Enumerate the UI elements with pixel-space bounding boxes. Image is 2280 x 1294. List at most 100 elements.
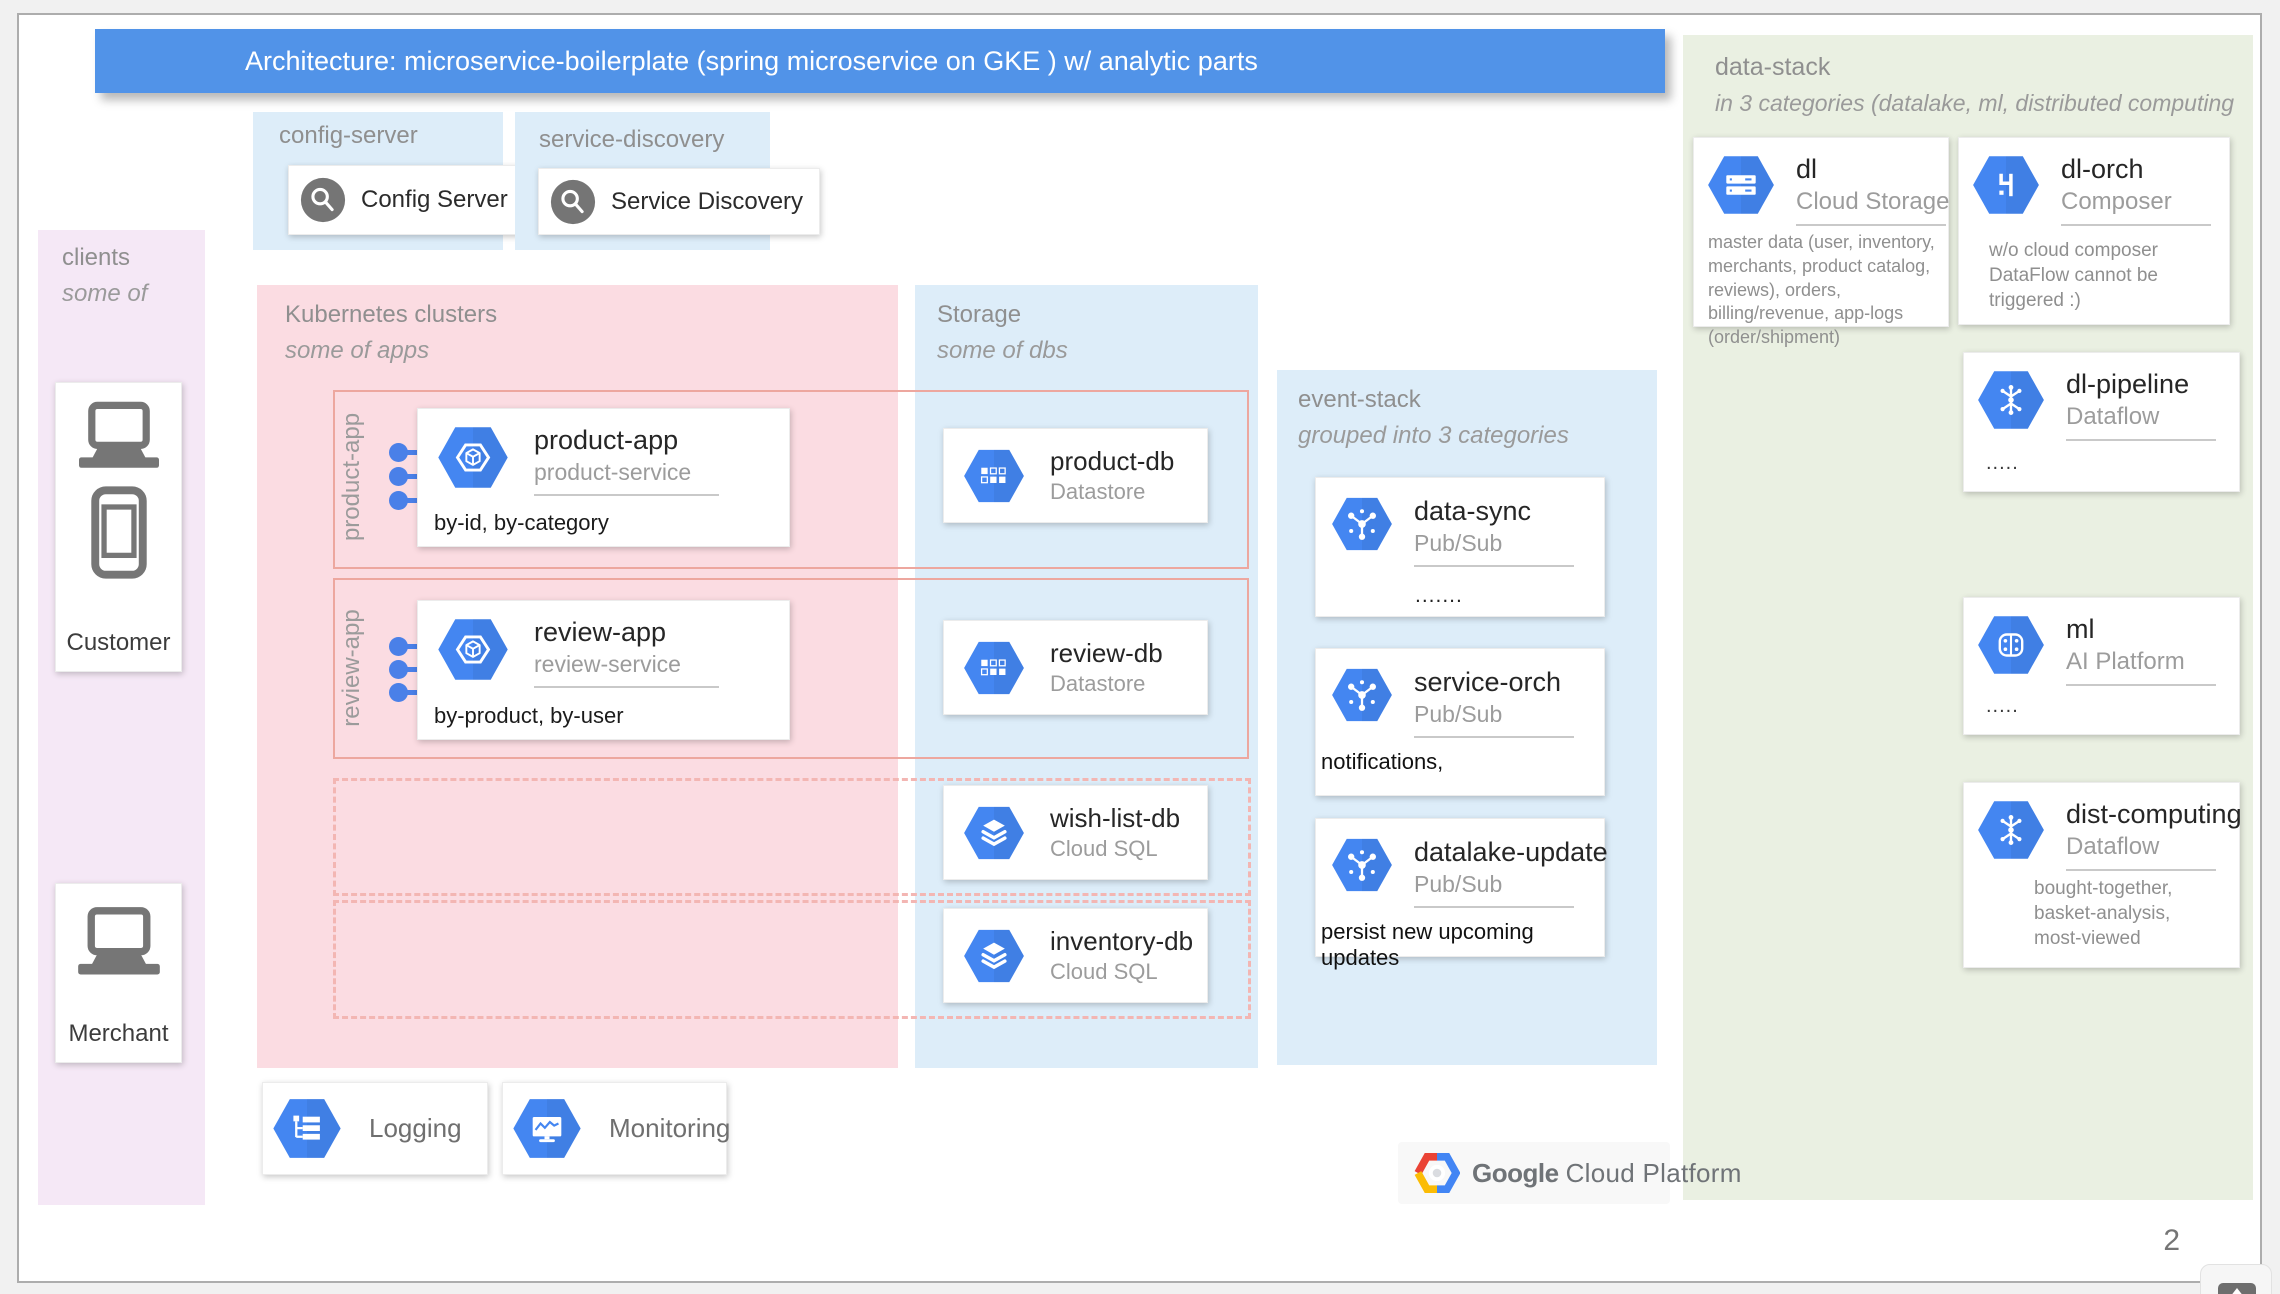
gcp-logo-icon xyxy=(1414,1153,1460,1193)
data-sync-card: data-sync Pub/Sub ....... xyxy=(1315,477,1605,617)
customer-label: Customer xyxy=(66,629,171,656)
review-db-title: review-db xyxy=(1050,638,1163,668)
dist-computing-card: dist-computing Dataflow bought-together,… xyxy=(1963,782,2242,968)
dl-pipeline-title: dl-pipeline xyxy=(2066,369,2190,399)
storage-panel-sublabel: some of dbs xyxy=(937,337,1068,364)
pubsub-icon xyxy=(1330,496,1394,552)
present-icon xyxy=(2230,1288,2244,1294)
product-db-title: product-db xyxy=(1050,446,1175,476)
dl-subtitle: Cloud Storage xyxy=(1796,188,1950,215)
connector-dot xyxy=(389,660,433,679)
present-button-container xyxy=(2200,1264,2272,1294)
page-number: 2 xyxy=(2163,1224,2180,1257)
dl-pipeline-note: ..... xyxy=(1986,452,2019,474)
dl-orch-note: w/o cloud composer DataFlow cannot be tr… xyxy=(1989,240,2158,312)
dl-note: master data (user, inventory, merchants,… xyxy=(1708,232,1935,347)
kubernetes-panel-label: Kubernetes clusters xyxy=(285,301,498,328)
gke-icon xyxy=(436,617,510,682)
review-app-title: review-app xyxy=(534,617,667,647)
present-button[interactable] xyxy=(2218,1283,2256,1294)
customer-card: Customer xyxy=(55,382,182,672)
cloud-sql-icon xyxy=(962,928,1026,984)
connector-dot xyxy=(389,637,433,656)
dl-pipeline-subtitle: Dataflow xyxy=(2066,403,2160,430)
monitoring-label: Monitoring xyxy=(609,1113,731,1143)
divider xyxy=(2066,439,2216,441)
ml-card: ml AI Platform ..... xyxy=(1963,597,2240,735)
config-server-panel-label: config-server xyxy=(279,122,418,149)
product-app-group-box xyxy=(333,390,1249,569)
service-orch-subtitle: Pub/Sub xyxy=(1414,701,1503,727)
divider xyxy=(1414,736,1574,738)
service-orch-title: service-orch xyxy=(1414,667,1562,697)
datalake-update-note: persist new upcoming updates xyxy=(1321,919,1534,971)
dist-computing-subtitle: Dataflow xyxy=(2066,833,2160,860)
slide-title-banner: Architecture: microservice-boilerplate (… xyxy=(95,29,1665,93)
gcp-brand-google: Google xyxy=(1472,1157,1559,1188)
wish-list-db-subtitle: Cloud SQL xyxy=(1050,836,1158,861)
divider xyxy=(1414,565,1574,567)
review-app-note: by-product, by-user xyxy=(434,703,624,728)
product-app-title: product-app xyxy=(534,425,679,455)
ai-platform-icon xyxy=(1976,614,2046,676)
data-sync-title: data-sync xyxy=(1414,496,1532,526)
data-sync-note: ....... xyxy=(1415,584,1463,607)
clients-panel-sublabel: some of xyxy=(62,280,148,307)
datastore-icon xyxy=(962,640,1026,696)
divider xyxy=(2066,684,2216,686)
ml-title: ml xyxy=(2066,614,2095,644)
datalake-update-card: datalake-update Pub/Sub persist new upco… xyxy=(1315,818,1608,970)
datastore-icon xyxy=(962,448,1026,504)
dl-title: dl xyxy=(1796,154,1818,184)
inventory-group-box xyxy=(333,900,1251,1019)
review-app-card: review-app review-service by-product, by… xyxy=(417,600,790,740)
review-db-card: review-db Datastore xyxy=(943,620,1208,715)
wish-list-db-card: wish-list-db Cloud SQL xyxy=(943,785,1208,880)
composer-icon xyxy=(1971,154,2041,216)
merchant-label: Merchant xyxy=(68,1020,169,1047)
monitoring-icon xyxy=(511,1097,583,1160)
config-server-card-label: Config Server xyxy=(361,186,508,213)
review-app-subtitle: review-service xyxy=(534,651,681,677)
logging-card: Logging xyxy=(262,1082,488,1175)
divider xyxy=(534,686,719,688)
dataflow-icon xyxy=(1976,799,2046,861)
divider xyxy=(2066,869,2216,871)
dataflow-icon xyxy=(1976,369,2046,431)
merchant-card: Merchant xyxy=(55,883,182,1063)
wish-list-group-box xyxy=(333,778,1251,896)
dl-card: dl Cloud Storage master data (user, inve… xyxy=(1693,137,1950,347)
inventory-db-subtitle: Cloud SQL xyxy=(1050,959,1158,984)
service-discovery-card-label: Service Discovery xyxy=(611,187,804,215)
config-server-card: Config Server xyxy=(288,165,525,235)
datalake-update-title: datalake-update xyxy=(1414,837,1608,867)
datalake-update-subtitle: Pub/Sub xyxy=(1414,871,1503,897)
product-app-subtitle: product-service xyxy=(534,459,692,485)
service-orch-card: service-orch Pub/Sub notifications, xyxy=(1315,648,1605,796)
dl-orch-card: dl-orch Composer w/o cloud composer Data… xyxy=(1958,137,2230,325)
slide-title: Architecture: microservice-boilerplate (… xyxy=(245,46,1258,76)
product-app-card: product-app product-service by-id, by-ca… xyxy=(417,408,790,547)
inventory-db-card: inventory-db Cloud SQL xyxy=(943,908,1208,1003)
connector-dot xyxy=(389,443,433,462)
product-app-note: by-id, by-category xyxy=(434,510,609,535)
cloud-storage-icon xyxy=(1706,154,1776,216)
divider xyxy=(1796,224,1946,226)
product-db-subtitle: Datastore xyxy=(1050,479,1146,504)
clients-panel-label: clients xyxy=(62,244,131,271)
event-stack-panel-sublabel: grouped into 3 categories xyxy=(1298,422,1569,449)
search-icon xyxy=(299,176,347,224)
dl-pipeline-card: dl-pipeline Dataflow ..... xyxy=(1963,352,2240,492)
gke-icon xyxy=(436,425,510,490)
dl-orch-title: dl-orch xyxy=(2061,154,2144,184)
dl-orch-subtitle: Composer xyxy=(2061,188,2172,215)
logging-label: Logging xyxy=(369,1113,462,1143)
search-icon xyxy=(549,177,597,226)
pubsub-icon xyxy=(1330,667,1394,723)
event-stack-panel-label: event-stack xyxy=(1298,386,1421,413)
gcp-brand-cloud-platform: Cloud Platform xyxy=(1565,1157,1742,1188)
service-orch-note: notifications, xyxy=(1321,749,1444,774)
review-app-group-box xyxy=(333,578,1249,759)
gcp-logo: Google Cloud Platform xyxy=(1398,1142,1741,1204)
